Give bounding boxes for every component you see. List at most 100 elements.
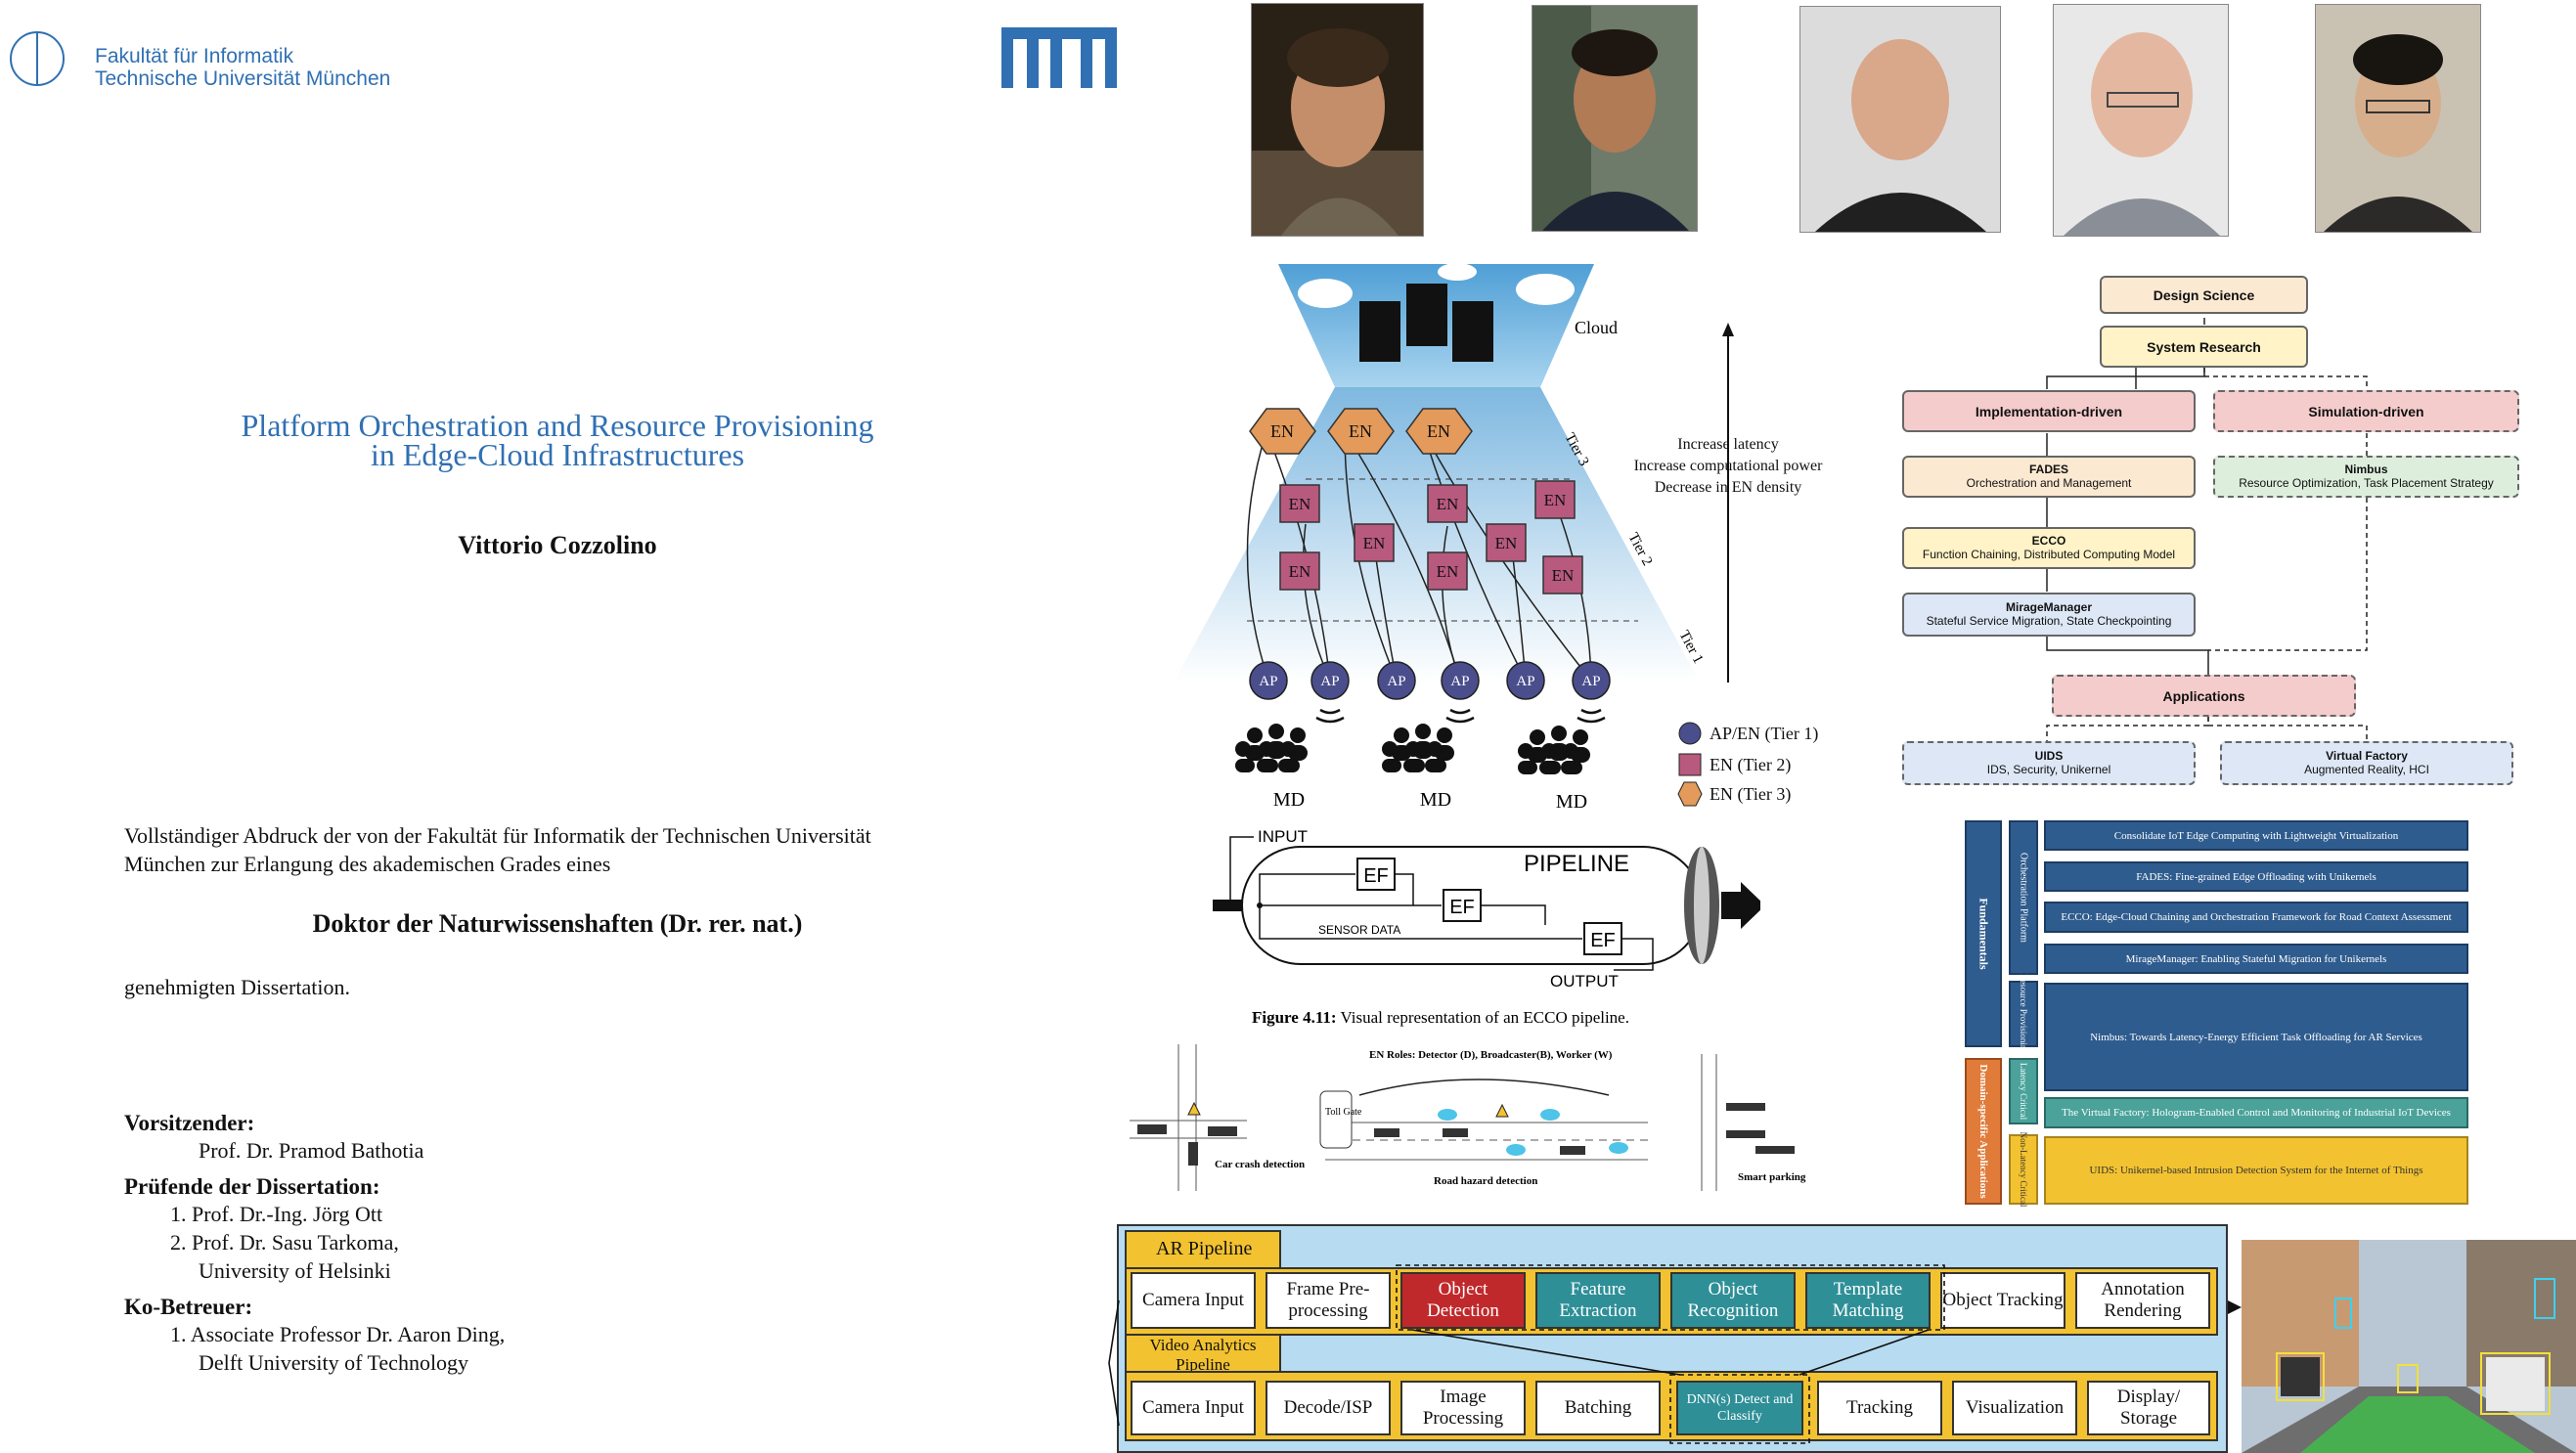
pub-item: MirageManager: Enabling Stateful Migrati… xyxy=(2044,944,2468,974)
ar-stage-camera-input: Camera Input xyxy=(1131,1272,1256,1329)
cosupervisor-name: Associate Professor Dr. Aaron Ding, xyxy=(190,1322,506,1346)
uids-label: UIDS xyxy=(2034,749,2064,763)
md-1: MD xyxy=(1273,789,1305,811)
box-simulation-driven: Simulation-driven xyxy=(2213,390,2519,432)
va-stage-display-storage: Display/ Storage xyxy=(2087,1381,2210,1435)
ap-2: AP xyxy=(1320,674,1339,689)
car-crash-label: Car crash detection xyxy=(1215,1159,1305,1170)
arrow-text-3: Decrease in EN density xyxy=(1655,479,1802,496)
street-detection-photo xyxy=(2242,1240,2576,1453)
edge-cloud-diagram: Cloud Tier 3 Tier 2 Tier 1 EN EN EN EN E… xyxy=(1174,263,1823,813)
title-line2: in Edge-Cloud Infrastructures xyxy=(370,437,745,472)
degree-title: Doktor der Naturwissenshaften (Dr. rer. … xyxy=(312,909,803,938)
applications-label: Applications xyxy=(2162,688,2245,704)
va-stage-image-processing: Image Processing xyxy=(1400,1381,1526,1435)
cosupervisor-heading: Ko-Betreuer: xyxy=(124,1295,253,1319)
arrow-text-1: Increase latency xyxy=(1677,436,1778,453)
examiner-1-num: 1. xyxy=(170,1202,187,1226)
va-stage-batching: Batching xyxy=(1535,1381,1661,1435)
en-t2-8: EN xyxy=(1552,566,1575,585)
arrow-to-photo-icon xyxy=(2228,1300,2242,1314)
mobile-devices-users xyxy=(1235,724,1590,774)
ecco-sub: Function Chaining, Distributed Computing… xyxy=(1922,548,2176,561)
faculty-name: Fakultät für Informatik Technische Unive… xyxy=(95,45,390,90)
pub-item: The Virtual Factory: Hologram-Enabled Co… xyxy=(2044,1097,2468,1128)
statement: Vollständiger Abdruck der von der Fakult… xyxy=(124,821,1004,878)
en-t2-3: EN xyxy=(1363,534,1386,552)
ar-stage-object-detection: Object Detection xyxy=(1400,1272,1526,1329)
orchestration-bar: Orchestration Platform xyxy=(2009,820,2038,975)
en-t3-1: EN xyxy=(1270,421,1294,441)
faculty-line2: Technische Universität München xyxy=(95,67,391,90)
en-t3-3: EN xyxy=(1427,421,1450,441)
toll-gate-label: Toll Gate xyxy=(1325,1107,1362,1118)
portrait-2 xyxy=(1532,5,1698,232)
md-3: MD xyxy=(1556,791,1587,813)
fundamentals-bar: Fundamentals xyxy=(1965,820,2002,1047)
design-science-label: Design Science xyxy=(2153,287,2255,303)
pub-item: Nimbus: Towards Latency-Energy Efficient… xyxy=(2044,983,2468,1091)
tum-logo-icon xyxy=(1001,27,1117,88)
mirage-sub: Stateful Service Migration, State Checkp… xyxy=(1926,614,2172,628)
pub-item: Consolidate IoT Edge Computing with Ligh… xyxy=(2044,820,2468,851)
approved-text: genehmigten Dissertation. xyxy=(124,975,350,999)
ef-2: EF xyxy=(1449,897,1475,918)
en-t2-1: EN xyxy=(1289,495,1311,513)
pipeline-output-label: OUTPUT xyxy=(1550,972,1619,991)
portrait-3 xyxy=(1799,6,2001,233)
va-stage-tracking: Tracking xyxy=(1817,1381,1942,1435)
ecco-pipeline-diagram: INPUT PIPELINE EF EF EF SENSOR DATA OUTP… xyxy=(1213,827,1760,1027)
fundamentals-label: Fundamentals xyxy=(1976,898,1991,970)
statement-line1: Vollständiger Abdruck der von der Fakult… xyxy=(124,823,871,848)
portrait-1 xyxy=(1251,3,1424,237)
ap-5: AP xyxy=(1516,674,1534,689)
caption-text: Visual representation of an ECCO pipelin… xyxy=(1337,1008,1629,1027)
fades-label: FADES xyxy=(2028,462,2068,476)
author-name: Vittorio Cozzolino xyxy=(458,531,657,559)
ap-6: AP xyxy=(1581,674,1600,689)
tier3-nodes xyxy=(1249,408,1473,455)
chair-name: Prof. Dr. Pramod Bathotia xyxy=(199,1138,424,1163)
box-design-science: Design Science xyxy=(2100,276,2308,314)
nonlatency-label: Non-Latency Critical xyxy=(2019,1131,2028,1208)
resource-label: Resource Provisioning xyxy=(2019,974,2028,1054)
en-t2-7: EN xyxy=(1544,491,1567,509)
fades-sub: Orchestration and Management xyxy=(1966,476,2132,490)
box-applications: Applications xyxy=(2052,675,2356,717)
ef-1: EF xyxy=(1363,865,1389,887)
va-pipeline-tab: Video Analytics Pipeline xyxy=(1125,1334,1281,1377)
pub-item: ECCO: Edge-Cloud Chaining and Orchestrat… xyxy=(2044,902,2468,933)
legend-tier1: AP/EN (Tier 1) xyxy=(1710,724,1818,744)
en-t2-5: EN xyxy=(1437,562,1459,581)
faculty-line1: Fakultät für Informatik xyxy=(95,45,294,67)
ecco-label: ECCO xyxy=(2031,534,2066,548)
latency-bar: Latency Critical xyxy=(2009,1058,2038,1124)
latency-label: Latency Critical xyxy=(2019,1062,2028,1121)
diagram-legend: AP/EN (Tier 1) EN (Tier 2) EN (Tier 3) xyxy=(1677,722,1818,807)
vf-label: Virtual Factory xyxy=(2326,749,2408,763)
committee: Vorsitzender: Prof. Dr. Pramod Bathotia … xyxy=(124,1111,505,1377)
ar-stage-feature-extraction: Feature Extraction xyxy=(1535,1272,1661,1329)
examiner-2-num: 2. xyxy=(170,1230,187,1255)
cloud-label: Cloud xyxy=(1575,318,1618,337)
impl-label: Implementation-driven xyxy=(1975,404,2123,419)
sensor-data-label: SENSOR DATA xyxy=(1318,923,1400,937)
ar-stage-object-tracking: Object Tracking xyxy=(1940,1272,2065,1329)
ap-1: AP xyxy=(1259,674,1277,689)
cosupervisor-num: 1. xyxy=(170,1322,187,1346)
va-stage-decode-isp: Decode/ISP xyxy=(1266,1381,1391,1435)
ar-stage-frame-preprocessing: Frame Pre-processing xyxy=(1266,1272,1391,1329)
examiner-1-name: Prof. Dr.-Ing. Jörg Ott xyxy=(192,1202,383,1226)
statement-line2: München zur Erlangung des akademischen G… xyxy=(124,852,611,876)
orchestration-label: Orchestration Platform xyxy=(2018,853,2029,943)
caption-figure-num: Figure 4.11: xyxy=(1252,1008,1337,1027)
va-stage-camera-input: Camera Input xyxy=(1131,1381,1256,1435)
chair-heading: Vorsitzender: xyxy=(124,1111,255,1135)
nimbus-label: Nimbus xyxy=(2344,462,2388,476)
md-2: MD xyxy=(1420,789,1451,811)
en-roles-text: EN Roles: Detector (D), Broadcaster(B), … xyxy=(1369,1049,1613,1061)
